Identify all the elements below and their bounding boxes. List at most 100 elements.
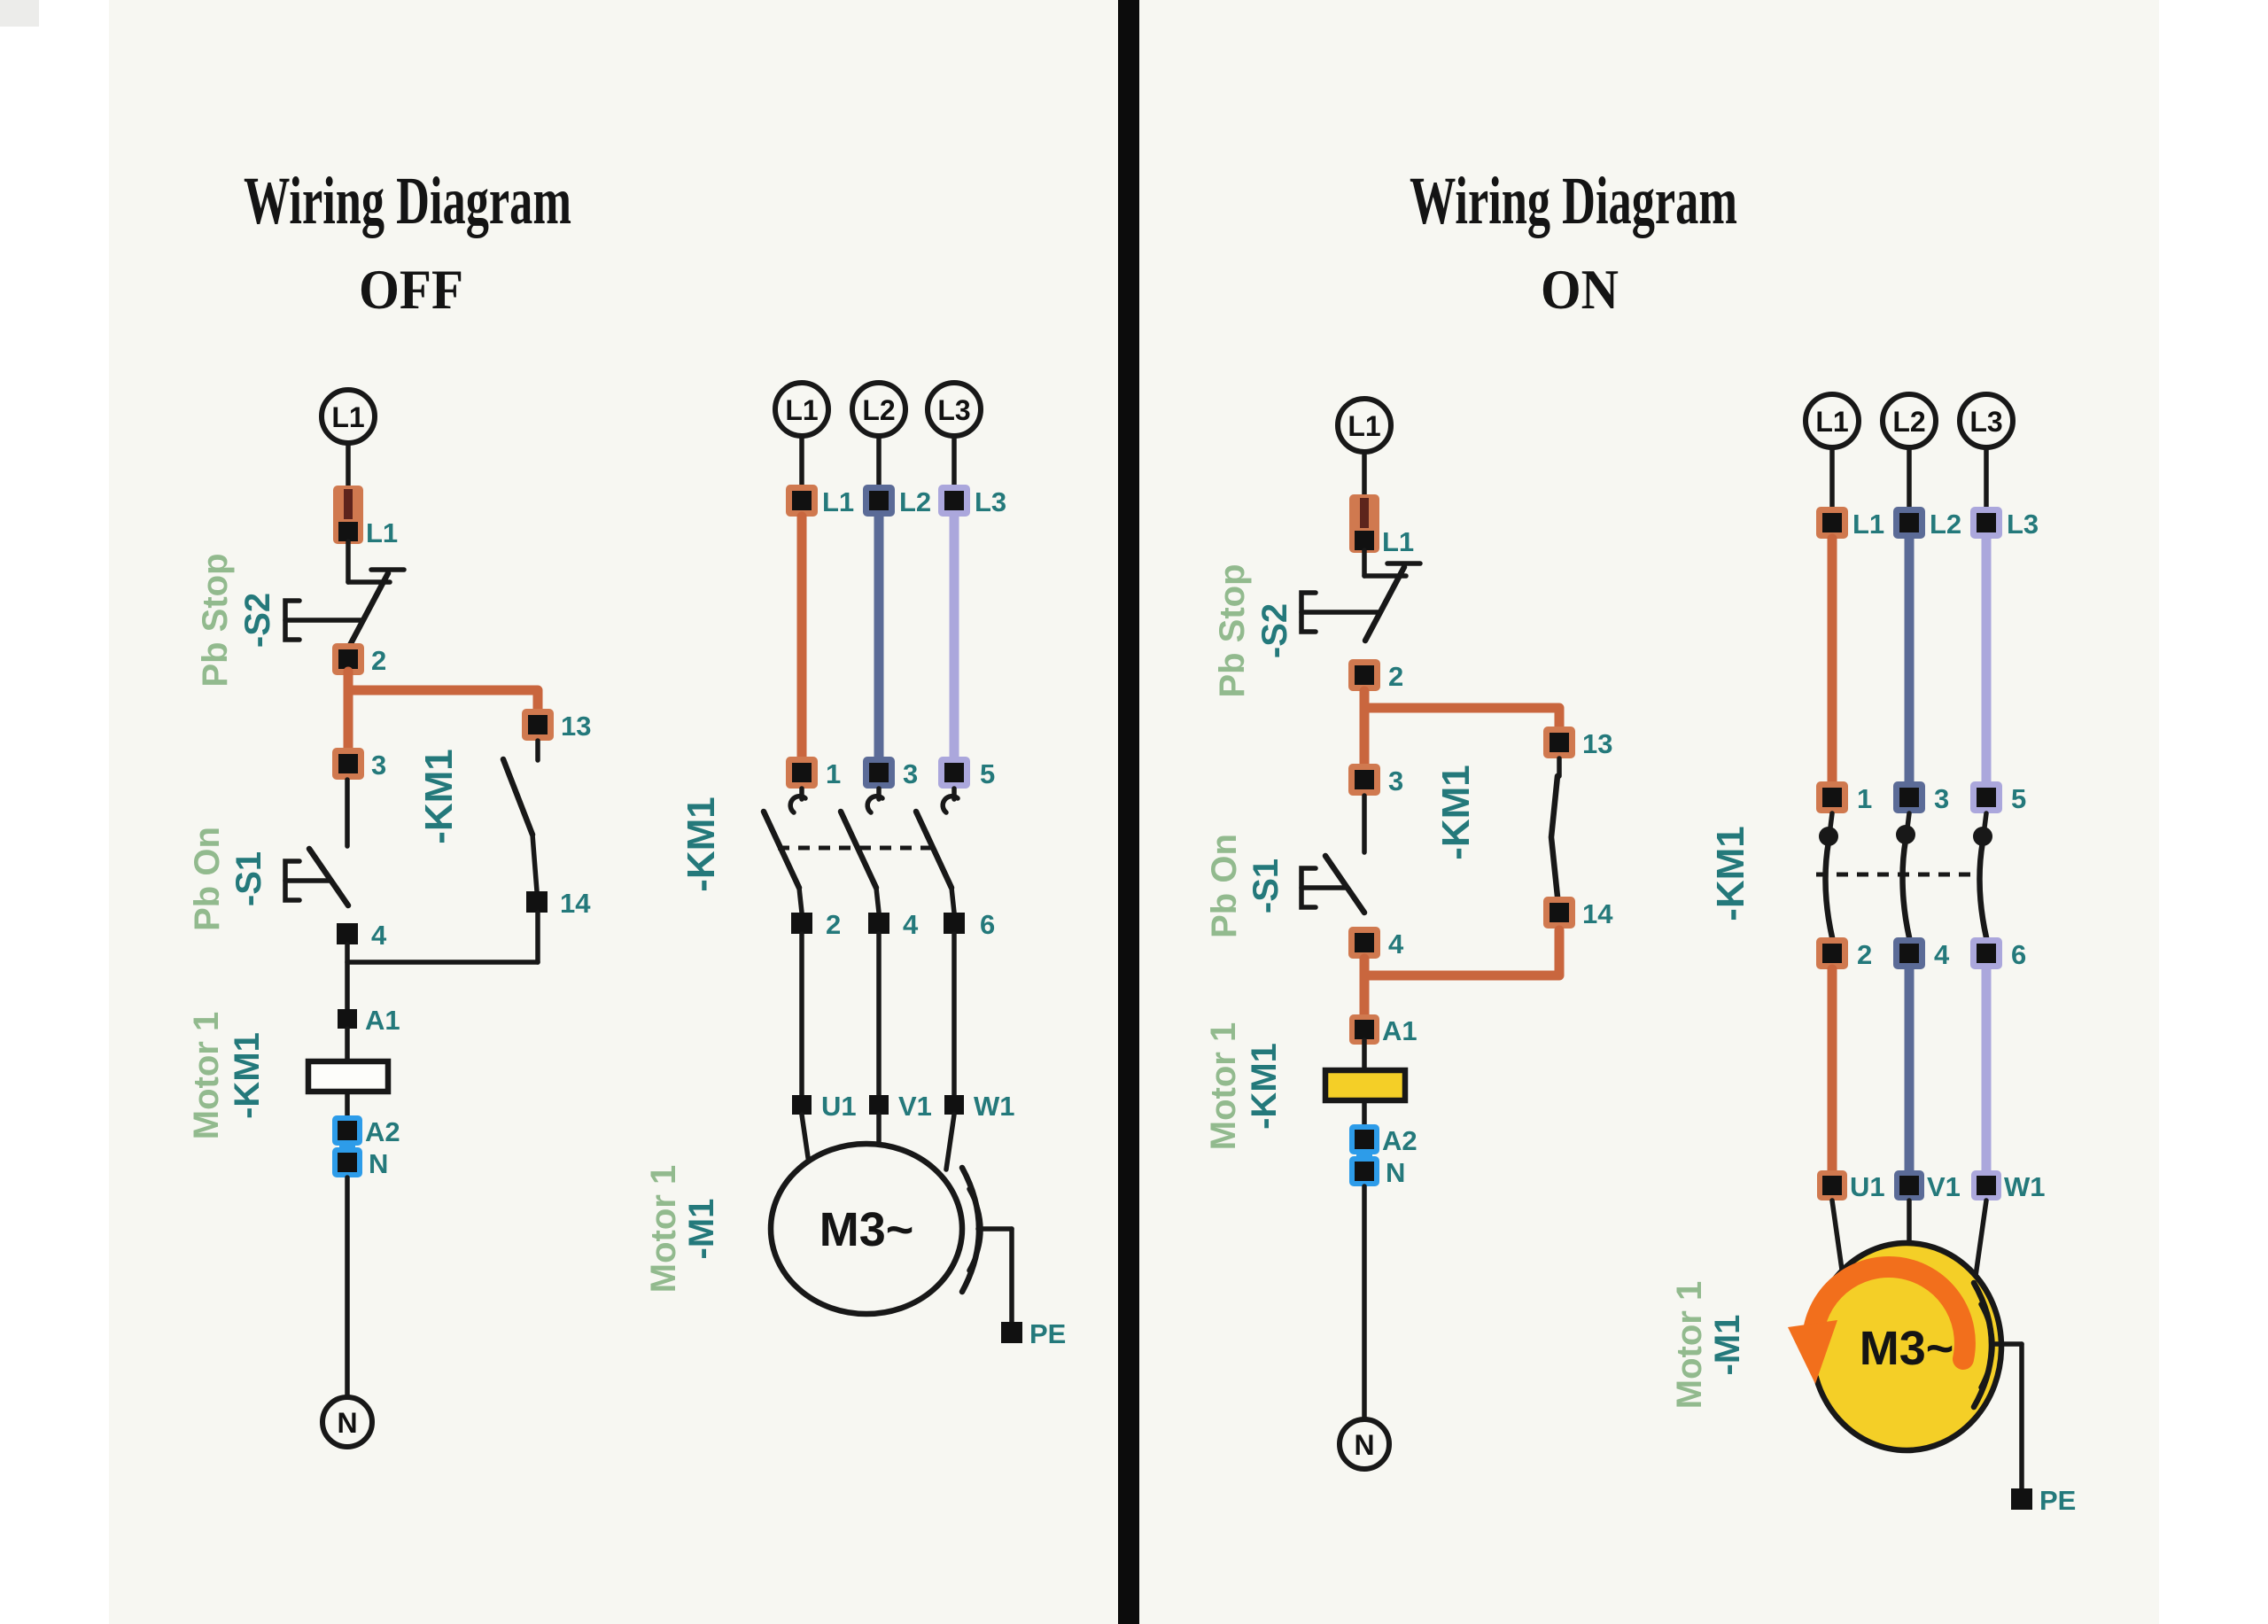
terminal-2 (338, 649, 358, 669)
aux-contact-km1-open (500, 738, 540, 894)
stop-button-name: Pb Stop (196, 553, 235, 687)
rotation-arrow-arc (1802, 1255, 1976, 1370)
motor-ref: -M1 (682, 1199, 721, 1260)
power-circuit-off: L1 L2 L3 L1 L2 L3 1 3 (644, 380, 1066, 1349)
terminal-label: L3 (975, 486, 1006, 517)
terminal-pe (1001, 1322, 1022, 1343)
terminal-label: 6 (980, 909, 995, 940)
terminal-label: A2 (365, 1116, 400, 1147)
contact-blade (346, 570, 392, 650)
terminal-label: 3 (1934, 783, 1949, 814)
terminal-label: L1 (1382, 526, 1414, 557)
motor-ref: -M1 (1708, 1315, 1747, 1376)
terminal-label: A2 (1382, 1125, 1418, 1156)
terminal-label: L2 (899, 486, 931, 517)
on-button-ref: -S1 (229, 851, 268, 906)
terminal-label: 13 (1582, 728, 1612, 759)
contactor-ref: -KM1 (680, 796, 723, 892)
contact-blade (913, 808, 955, 891)
terminal-4 (1899, 944, 1919, 963)
terminal-label: V1 (898, 1091, 932, 1122)
terminal-label: 2 (1388, 661, 1403, 692)
terminal-l2 (1899, 513, 1919, 532)
stop-button-name: Pb Stop (1213, 563, 1252, 697)
terminal-label: 2 (371, 645, 386, 676)
source-circle-label: L1 (1815, 406, 1848, 438)
terminal-label: V1 (1927, 1171, 1961, 1202)
source-circle-label: L1 (1348, 410, 1380, 442)
terminal-1 (1822, 788, 1842, 807)
fixed-contact-hook (940, 793, 960, 815)
terminal-w1 (944, 1095, 964, 1115)
terminal-2 (1355, 665, 1374, 685)
terminal-14 (526, 891, 548, 913)
coil-ref: -KM1 (1245, 1043, 1284, 1130)
on-button-name: Pb On (188, 827, 227, 931)
contact-blade (1322, 852, 1368, 916)
wire (874, 885, 882, 915)
terminal-3 (1355, 770, 1374, 789)
terminal-1 (792, 763, 812, 782)
terminal-label: L1 (822, 486, 854, 517)
terminal-label: 4 (903, 909, 919, 940)
terminal-u1 (1822, 1176, 1842, 1195)
nc-stop-button-s2 (283, 539, 407, 650)
terminal-4 (1355, 933, 1374, 952)
state-label: OFF (359, 258, 463, 321)
motor-name: Motor 1 (1670, 1281, 1709, 1409)
contactor-coil-deenergized (305, 1058, 392, 1095)
source-circle-label: L2 (862, 394, 895, 426)
terminal-label: 2 (826, 909, 841, 940)
source-circle-label: L3 (937, 394, 970, 426)
motor-name: Motor 1 (644, 1165, 683, 1293)
wire (1982, 811, 1989, 830)
panel-on: Wiring Diagram ON L1 L1 Pb Stop -S2 (1204, 164, 2076, 1516)
terminal-label: 4 (371, 920, 387, 951)
energized-wire (1359, 925, 1565, 1024)
source-circle-label: L1 (785, 394, 818, 426)
terminal-a1 (1355, 1020, 1374, 1039)
no-start-button-s1 (283, 777, 352, 909)
terminal-w1 (1977, 1176, 1996, 1195)
aux-contact-ref: -KM1 (417, 749, 461, 844)
terminal-label: 4 (1934, 939, 1950, 970)
on-button-name: Pb On (1205, 834, 1244, 938)
neutral-circle (1337, 1417, 1392, 1472)
main-contacts-km1-closed (1816, 811, 1992, 941)
terminal-label: 5 (980, 758, 995, 789)
terminal-2 (791, 913, 812, 934)
source-circle-label: L3 (1969, 406, 2002, 438)
terminal-label: L1 (366, 517, 398, 548)
contact-point (1896, 825, 1915, 844)
terminal-5 (1977, 788, 1996, 807)
contact-point (1973, 827, 1992, 846)
stop-button-ref: -S2 (238, 593, 277, 648)
terminal-label: 1 (1857, 783, 1872, 814)
contact-blade (1899, 836, 1913, 941)
terminal-label: 14 (1582, 898, 1613, 929)
control-circuit-off: L1 L1 Pb Stop -S2 2 (187, 387, 591, 1449)
terminal-label: 4 (1388, 929, 1404, 960)
corner-artifact (0, 0, 39, 27)
terminal-label: 3 (371, 750, 386, 781)
terminal-l2 (869, 491, 889, 510)
terminal-pe (2011, 1488, 2032, 1510)
contactor-ref: -KM1 (1709, 826, 1752, 921)
contact-blade (1977, 838, 1990, 941)
aux-contact-ref: -KM1 (1434, 765, 1478, 860)
source-circle-label: L2 (1892, 406, 1925, 438)
terminal-13 (528, 715, 548, 734)
no-start-button-s1 (1299, 793, 1368, 916)
terminal-label: N (1386, 1157, 1405, 1188)
aux-contact-km1-closed (1548, 756, 1562, 900)
motor-label: M3~ (819, 1203, 914, 1256)
terminal-label: N (369, 1148, 388, 1179)
terminal-l1 (338, 522, 358, 541)
wire (1829, 1198, 1845, 1278)
fixed-contact-hook (865, 793, 885, 815)
terminal-6 (1977, 944, 1996, 963)
terminal-label: W1 (974, 1091, 1015, 1122)
coil-name: Motor 1 (187, 1012, 226, 1139)
terminal-label: 5 (2011, 783, 2026, 814)
terminal-label: A1 (365, 1005, 400, 1036)
